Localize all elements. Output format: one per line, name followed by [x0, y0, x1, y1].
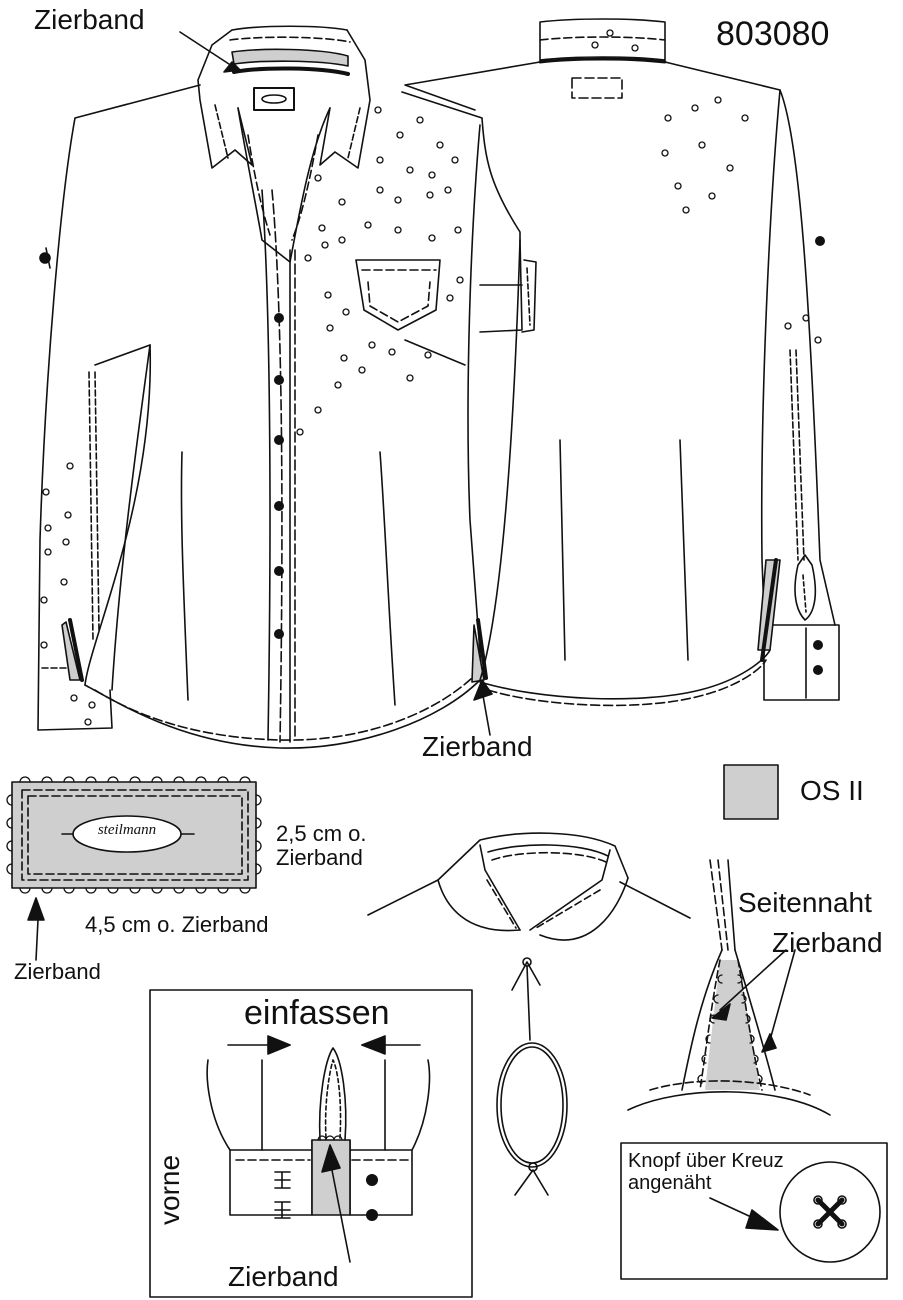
label-width-note: 4,5 cm o. Zierband [85, 912, 269, 937]
button-detail-box [620, 1142, 888, 1280]
seitennaht-label: Seitennaht [738, 887, 872, 918]
label-scallops [6, 776, 262, 894]
label-height-note: 2,5 cm o. Zierband [276, 821, 367, 871]
zierband-hem-label: Zierband [422, 731, 533, 762]
front-view [37, 25, 537, 749]
os-ii-legend-label: OS II [800, 775, 864, 806]
einfassen-label: einfassen [244, 994, 390, 1032]
vorne-label: vorne [154, 1154, 185, 1225]
back-dot-print [591, 29, 822, 344]
os-ii-swatch [723, 764, 779, 820]
style-code: 803080 [716, 15, 830, 53]
brand-label-logo: steilmann [97, 822, 157, 838]
callout-arrows [179, 31, 493, 736]
neck-tie-detail [367, 832, 691, 1196]
cuff-detail-box [149, 989, 473, 1298]
front-buttons [274, 313, 284, 639]
button-note: Knopf über Kreuz angenäht [628, 1150, 784, 1194]
back-view [404, 18, 840, 707]
front-dot-print [40, 106, 464, 726]
zierband-collar-label: Zierband [34, 4, 145, 35]
zierband-cuff-label: Zierband [228, 1261, 339, 1292]
zierband-brand-label: Zierband [14, 959, 101, 984]
brand-label [6, 776, 262, 961]
side-seam-detail [627, 859, 831, 1116]
zierband-seam-label: Zierband [772, 927, 883, 958]
